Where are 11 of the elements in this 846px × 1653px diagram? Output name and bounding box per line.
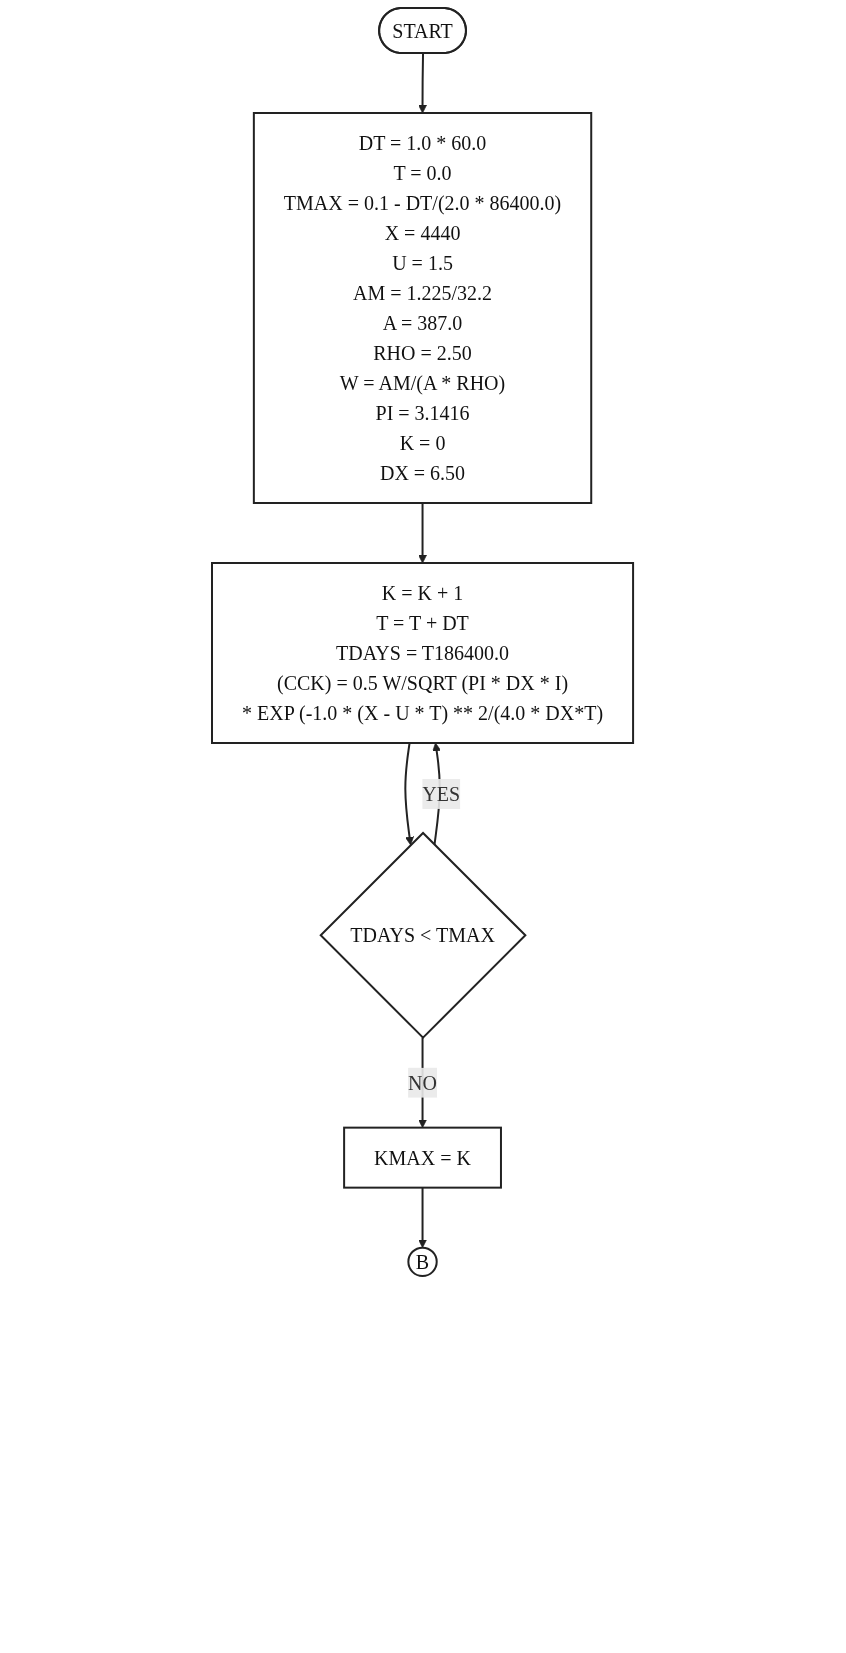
node-circle: B [407,1246,439,1277]
arrow [418,1186,428,1249]
edge-label: YES [422,782,461,805]
node-box: KMAX = K [343,1126,503,1189]
edge-label: NO [408,1071,438,1094]
node-diamond: TDAYS < TMAX [319,831,528,1040]
arrow [418,52,428,114]
arrow [418,502,428,564]
node-box: K = K + 1 T = T + DT TDAYS = T186400.0 (CCK) = 0.5 W/SQRT (PI * DX * I) * EXP (-1.0 * (X - U * T) ** 2/(4.0 * DX*T) [211,562,635,744]
node-box: DT = 1.0 * 60.0 T = 0.0 TMAX = 0.1 - DT/(2.0 * 86400.0) X = 4440 U = 1.5 AM = 1.225/32.2 A = 387.0 RHO = 2.50 W = AM/(A * RHO) PI = 3.1416 K = 0 DX = 6.50 [253,112,593,504]
arrow [404,742,415,846]
